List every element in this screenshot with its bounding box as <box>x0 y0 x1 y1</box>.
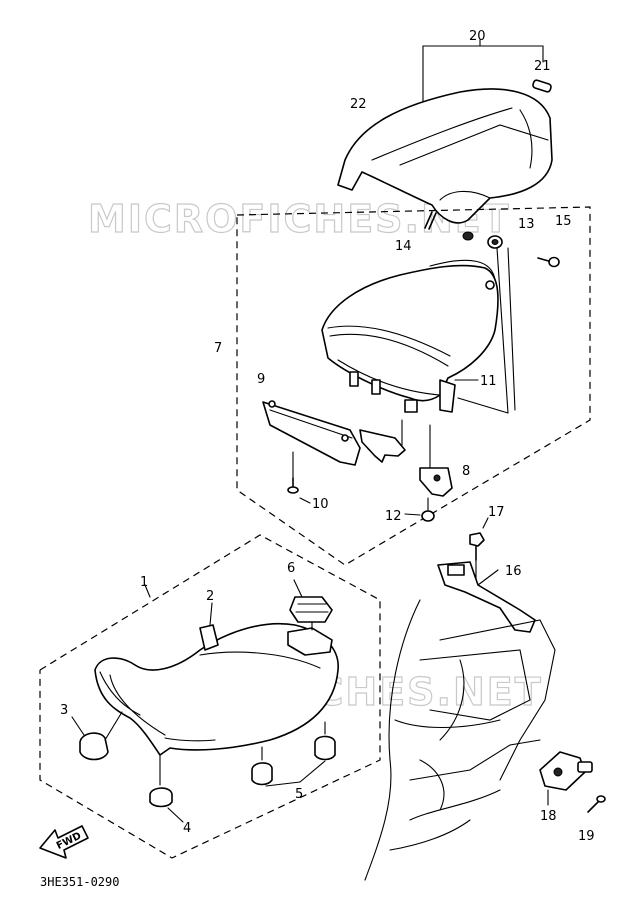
callout-20: 20 <box>469 29 486 44</box>
damper-6[interactable] <box>289 579 333 623</box>
figure-code: 3HE351-0290 <box>40 875 119 889</box>
subassembly-7-boundary <box>236 206 591 566</box>
collar-13[interactable] <box>462 231 503 249</box>
seat-lock-18[interactable] <box>539 751 593 806</box>
callout-5: 5 <box>295 787 303 802</box>
bolt-17[interactable] <box>469 517 489 581</box>
damper-4[interactable] <box>149 754 184 823</box>
front-seat-1[interactable] <box>94 622 339 756</box>
callout-22: 22 <box>350 97 367 112</box>
callout-17: 17 <box>488 505 505 520</box>
damper-3[interactable] <box>71 711 123 761</box>
callout-15: 15 <box>555 214 572 229</box>
callout-19: 19 <box>578 829 595 844</box>
bracket-16[interactable] <box>437 561 536 633</box>
guide-lines-13 <box>457 247 516 414</box>
bracket-center[interactable] <box>359 419 406 463</box>
callout-18: 18 <box>540 809 557 824</box>
frame-outline <box>364 599 556 881</box>
callout-6: 6 <box>287 561 295 576</box>
callout-9: 9 <box>257 372 265 387</box>
callout-16: 16 <box>505 564 522 579</box>
fwd-arrow-icon: FWD <box>39 825 89 859</box>
nut-12[interactable] <box>404 497 435 522</box>
cap-21[interactable] <box>532 79 552 93</box>
callout-2: 2 <box>206 589 214 604</box>
callout-11: 11 <box>480 374 497 389</box>
rear-seat-7[interactable] <box>321 259 499 413</box>
rail-9[interactable] <box>262 400 361 466</box>
callout-3: 3 <box>60 703 68 718</box>
pin-14[interactable] <box>424 211 437 230</box>
callout-10: 10 <box>312 497 329 512</box>
screw-19[interactable] <box>587 795 606 813</box>
bracket-8[interactable] <box>419 424 453 497</box>
hook-2[interactable] <box>199 602 219 651</box>
callout-1: 1 <box>140 575 148 590</box>
callout-4: 4 <box>183 821 191 836</box>
seat-bracket-front[interactable] <box>287 621 333 656</box>
callout-13: 13 <box>518 217 535 232</box>
callout-20-bracket <box>422 39 544 111</box>
subassembly-1-boundary <box>39 534 381 859</box>
callout-14: 14 <box>395 239 412 254</box>
bolt-15[interactable] <box>537 256 560 268</box>
callout-8: 8 <box>462 464 470 479</box>
seat-cowl-22[interactable] <box>337 88 553 224</box>
callout-7: 7 <box>214 341 222 356</box>
callout-21: 21 <box>534 59 551 74</box>
dampers-5[interactable] <box>251 721 336 787</box>
screw-10[interactable] <box>287 451 311 504</box>
callout-12: 12 <box>385 509 402 524</box>
